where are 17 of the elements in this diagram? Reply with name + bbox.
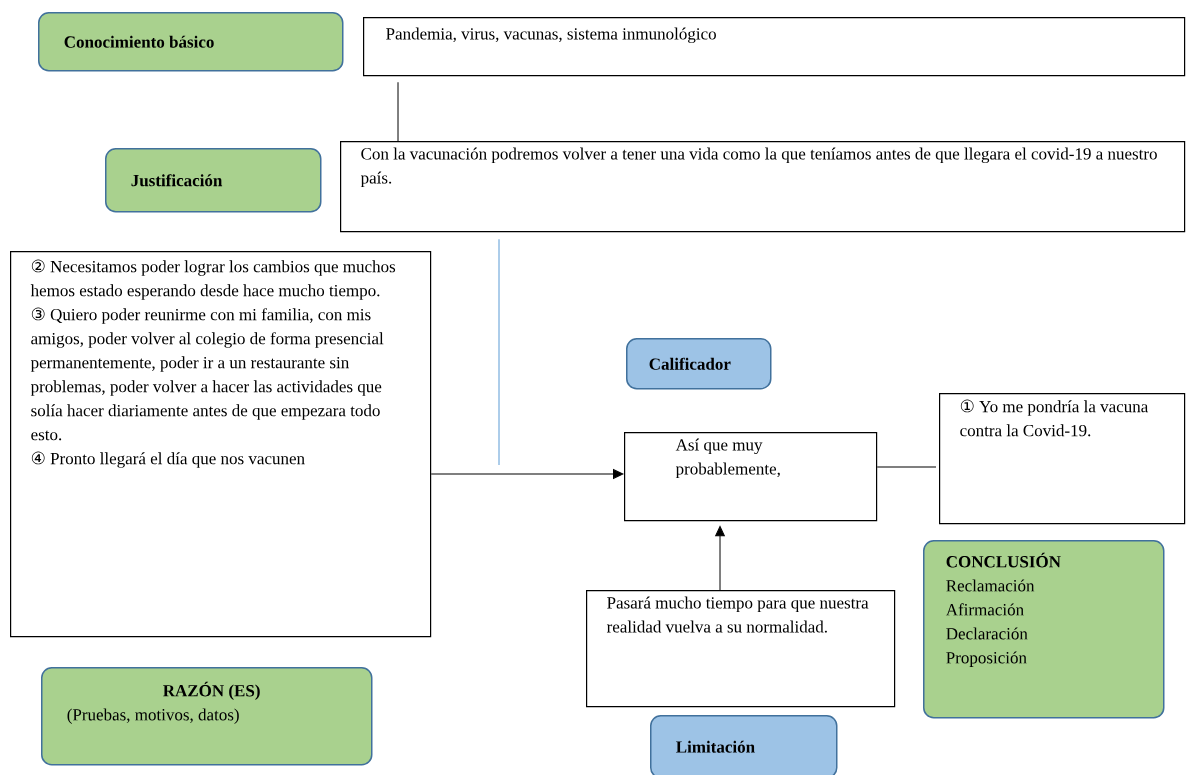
text-box: Con la vacunación podremos volver a tener una vida como la que teníamos antes de que llegara el covid-19 a nuestro país.: [340, 141, 1186, 233]
rounded-label-box: Calificador: [626, 338, 772, 390]
text-box: ① Yo me pondría la vacuna contra la Covid-19.: [939, 393, 1186, 525]
arrow: [715, 525, 725, 591]
connector-line: [876, 466, 937, 468]
arrow: [430, 469, 624, 479]
text-box: ② Necesitamos poder lograr los cambios que muchos hemos estado esperando desde hace mucho tiempo. ③ Quiero poder reunirme con mi familia, con mis amigos, poder volver al colegio de forma presencial permanentemente, poder ir a un restaurante sin problemas, poder volver a hacer las actividades que solía hacer diariamente antes de que empezara todo esto. ④ Pronto llegará el día que nos vacunen: [10, 251, 432, 638]
text-box: Así que muy probablemente,: [624, 432, 878, 522]
text-box: Pasará mucho tiempo para que nuestra realidad vuelva a su normalidad.: [586, 590, 896, 708]
rounded-label-box: CONCLUSIÓN Reclamación Afirmación Declaración Proposición: [923, 540, 1165, 719]
rounded-label-box: Justificación: [105, 148, 322, 213]
rounded-label-box: RAZÓN (ES) (Pruebas, motivos, datos): [41, 667, 373, 766]
connector-line: [397, 81, 399, 142]
connector-line: [498, 238, 500, 466]
rounded-label-box: Limitación: [650, 715, 838, 775]
rounded-label-box: Conocimiento básico: [38, 12, 344, 72]
text-box: Pandemia, virus, vacunas, sistema inmunológico: [363, 17, 1186, 77]
